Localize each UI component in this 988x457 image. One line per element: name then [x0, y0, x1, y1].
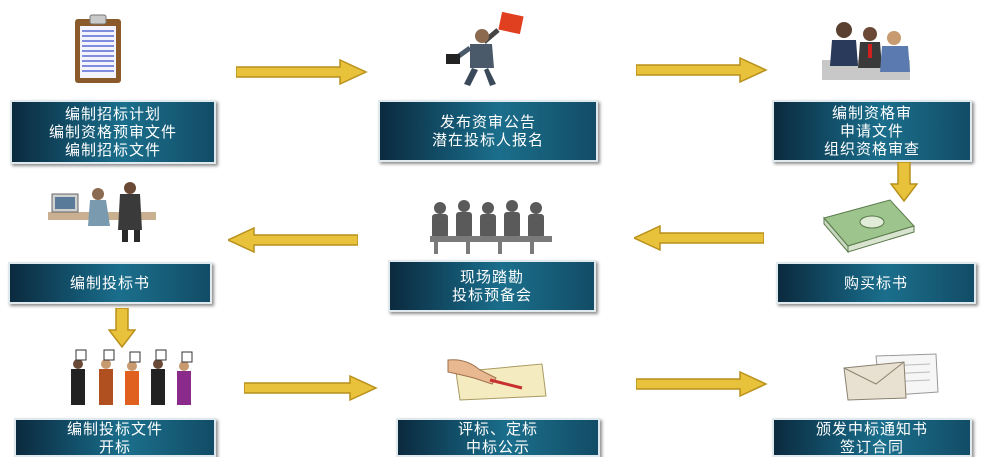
step-plan-box: 编制招标计划 编制资格预审文件 编制招标文件 — [10, 100, 216, 164]
arrow-right-icon — [236, 58, 368, 86]
clipboard-icon — [75, 14, 121, 83]
meeting-icon — [822, 22, 910, 80]
step-prequal-label: 编制资格审 申请文件 组织资格审查 — [823, 104, 920, 158]
arrow-left-icon — [228, 226, 358, 254]
step-evaluate-label: 评标、定标 中标公示 — [457, 419, 538, 456]
step-buy-label: 购买标书 — [843, 274, 908, 292]
computer-workers-icon — [48, 182, 156, 242]
arrow-right-icon — [636, 370, 768, 398]
arrow-right-icon — [244, 374, 378, 402]
step-buy-box: 购买标书 — [776, 262, 976, 304]
arrow-down-icon — [108, 308, 136, 348]
step-open-box: 编制投标文件 开标 — [14, 418, 216, 457]
step-site-label: 现场踏勘 投标预备会 — [451, 268, 532, 304]
arrow-right-icon — [636, 56, 768, 84]
arrow-down-icon — [890, 162, 918, 202]
step-site-box: 现场踏勘 投标预备会 — [388, 260, 596, 312]
step-award-label: 颁发中标通知书 签订合同 — [815, 419, 928, 456]
businessman-running-icon — [446, 11, 524, 86]
voting-cards-icon — [71, 349, 193, 405]
step-prequal-box: 编制资格审 申请文件 组织资格审查 — [772, 100, 972, 162]
step-open-label: 编制投标文件 开标 — [66, 419, 163, 456]
step-publish-box: 发布资审公告 潜在投标人报名 — [378, 100, 598, 162]
step-evaluate-box: 评标、定标 中标公示 — [396, 418, 600, 457]
envelope-icon — [843, 353, 939, 401]
signing-hand-icon — [447, 359, 547, 401]
arrow-left-icon — [634, 224, 764, 252]
money-stack-icon — [823, 199, 915, 254]
audience-icon — [430, 200, 552, 254]
step-bid-label: 编制投标书 — [69, 274, 150, 292]
step-award-box: 颁发中标通知书 签订合同 — [772, 418, 972, 457]
step-plan-label: 编制招标计划 编制资格预审文件 编制招标文件 — [48, 105, 177, 159]
step-bid-box: 编制投标书 — [8, 262, 212, 304]
step-publish-label: 发布资审公告 潜在投标人报名 — [431, 113, 544, 149]
